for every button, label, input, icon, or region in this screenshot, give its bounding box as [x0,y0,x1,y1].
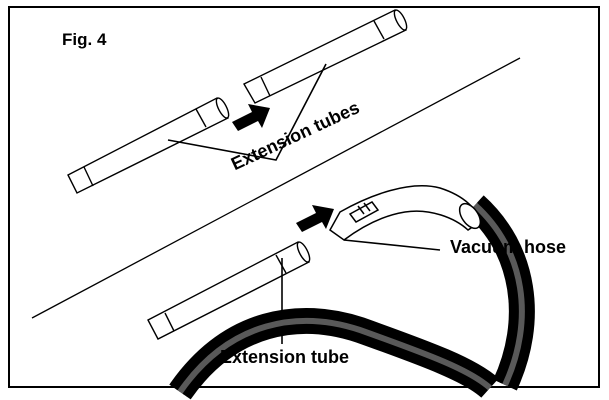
vacuum-hose-handle [329,185,482,251]
arrow-icon [296,205,334,232]
arrow-icon [232,104,270,131]
extension-tube-label: Extension tube [220,347,350,367]
figure-label: Fig. 4 [62,30,107,49]
extension-tube-upper-right [243,9,408,104]
divider-line [31,57,521,319]
vacuum-hose-label: Vacuum hose [450,237,567,257]
vacuum-hose [169,195,535,400]
extension-tubes-leader [167,63,327,161]
extension-tube-upper-left [67,97,230,194]
extension-tube-lower [147,241,311,340]
